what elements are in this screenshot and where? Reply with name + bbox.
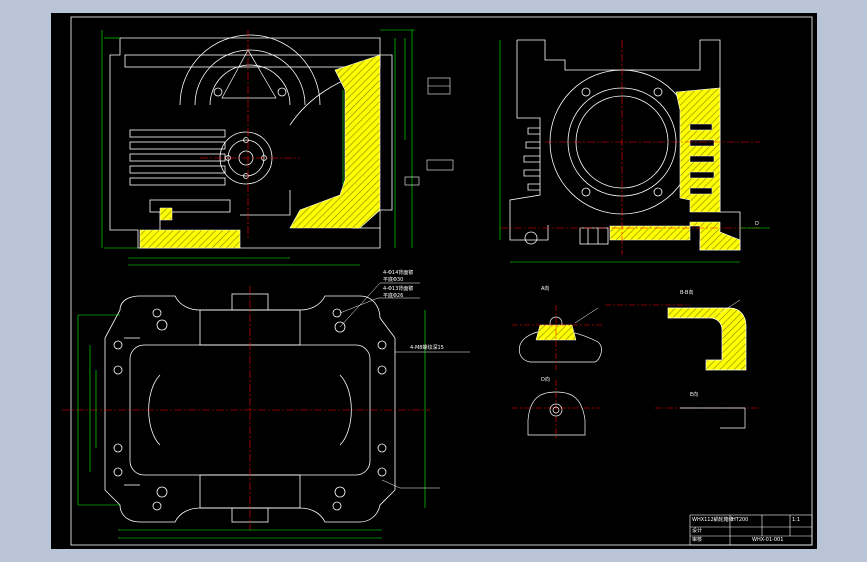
title-block (689, 514, 813, 546)
front-section-hatch (289, 54, 381, 229)
view-d-label: D向 (541, 377, 550, 383)
drawing-border (70, 16, 813, 546)
side-section-hatch (675, 87, 721, 213)
callout-holes-14: 4-Φ14背面锪 (383, 270, 414, 276)
side-centerlines (500, 40, 760, 255)
title-designer: 设计 (692, 528, 703, 534)
cooling-fins (129, 129, 226, 186)
title-check: 审核 (692, 537, 703, 543)
detail-view-e (680, 407, 746, 429)
callout-holes-14-sub: 平底Φ30 (383, 277, 404, 283)
section-marker-d: D (755, 221, 759, 227)
front-centerlines (200, 30, 300, 240)
view-a-label: A向 (541, 286, 550, 292)
top-dimensions (77, 310, 426, 539)
top-centerlines (62, 286, 430, 530)
side-dimensions (499, 40, 770, 263)
callout-holes-13: 4-Φ13背面锪 (383, 286, 414, 292)
title-drawing-no: WHX-01-001 (752, 537, 784, 543)
detail-view-bb (667, 307, 747, 371)
title-material: HT200 (732, 517, 749, 523)
front-dimensions (101, 29, 415, 266)
callout-holes-13-sub: 平底Φ26 (383, 293, 404, 299)
title-scale: 1:1 (792, 517, 801, 523)
detail-view-d (527, 391, 586, 436)
view-bb-label: B-B向 (680, 290, 694, 296)
view-e-label: E向 (690, 392, 699, 398)
title-drawing-name: WHX112蜗轮箱体 (692, 517, 734, 523)
callout-tap-hole: 4-M8螺纹深15 (410, 345, 444, 351)
